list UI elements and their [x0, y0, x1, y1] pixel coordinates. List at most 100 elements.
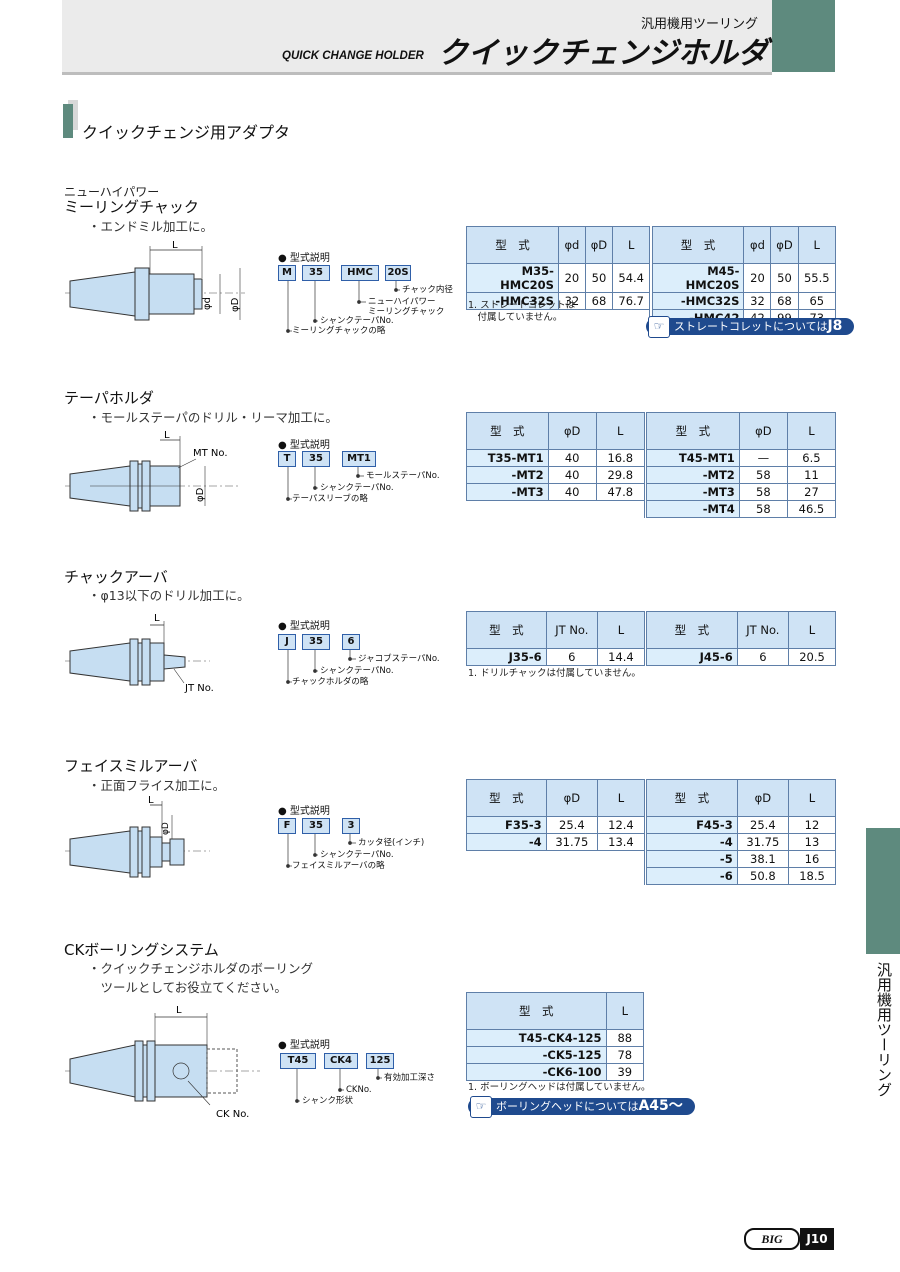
table-header-cell: φD [547, 412, 597, 450]
table-cell [643, 779, 648, 817]
table-header-cell: L [596, 611, 645, 649]
legend-label-1a: チャック内径 [402, 285, 453, 295]
table-cell: 50.8 [736, 867, 790, 885]
ref-link-boring-head[interactable]: ☞ ボーリングヘッドについてはA45〜 [468, 1096, 695, 1118]
table-cell: 76.7 [611, 292, 651, 310]
legend-heading-2: ● 型式説明 [278, 440, 330, 451]
table-header-cell: 型 式 [466, 412, 549, 450]
table-cell: 54.4 [611, 263, 651, 293]
taper-holder-title: テーパホルダ [64, 389, 154, 407]
ref-link-straight-collet[interactable]: ☞ ストレートコレットについてはJ8 [646, 316, 855, 338]
table-cell: 6.5 [786, 449, 837, 467]
chuck-arbor-diagram: L JT No. [65, 613, 214, 694]
table-header-cell: φD [736, 779, 790, 817]
section-bar-shadow [68, 100, 78, 130]
table-cell: -MT4 [646, 500, 740, 518]
legend-heading-5: ● 型式説明 [278, 1040, 330, 1051]
dim-L-label: L [176, 1005, 182, 1016]
table-header-cell: 型 式 [466, 611, 547, 649]
table-cell [643, 500, 648, 518]
table-cell: J45-6 [646, 648, 738, 666]
legend-label-2a: モールステーパNo. [366, 471, 440, 481]
dim-ck-label: CK No. [216, 1109, 249, 1120]
dim-D-label: φD [230, 297, 241, 312]
table-cell: — [738, 449, 788, 467]
legend-label-3b: シャンクテーパNo. [320, 666, 394, 676]
ck-boring-diagram: L CK No. [65, 1005, 260, 1120]
table-cell: M35-HMC20S [466, 263, 559, 293]
legend-heading-4: ● 型式説明 [278, 806, 330, 817]
table-cell [585, 309, 613, 327]
ck-boring-note: ・クイックチェンジホルダのボーリング ツールとしてお役立てください。 [88, 961, 314, 995]
col-d: φd [743, 226, 772, 264]
table-header-cell: 型 式 [466, 992, 607, 1030]
table-cell: 58 [738, 500, 788, 518]
chuck-arbor-note: ・φ13以下のドリル加工に。 [88, 588, 250, 603]
table-header-cell: L [788, 611, 836, 649]
dim-d-label: φd [202, 297, 213, 310]
table-cell [466, 309, 559, 327]
table-cell [558, 309, 586, 327]
legend-label-2b: シャンクテーパNo. [320, 483, 394, 493]
table-cell: 20 [557, 263, 586, 293]
legend-label-3c: チャックホルダの略 [292, 677, 369, 687]
table-cell: 31.75 [545, 833, 598, 851]
ref-link-text[interactable]: ストレートコレットについては [674, 320, 828, 333]
header-english-title: QUICK CHANGE HOLDER [282, 50, 424, 62]
side-index-tab [866, 828, 900, 954]
legend-code-4a: F [278, 818, 296, 834]
legend-heading-1: ● 型式説明 [278, 253, 330, 264]
legend-code-5c: 125 [366, 1053, 394, 1069]
table-cell: 32 [557, 292, 586, 310]
ref-link-text[interactable]: ボーリングヘッドについては [496, 1100, 639, 1113]
table-cell: 32 [743, 292, 772, 310]
table-header-cell: 型 式 [646, 611, 738, 649]
table-cell: 46.5 [786, 500, 837, 518]
table-cell [643, 449, 648, 467]
table-cell: 18.5 [788, 867, 836, 885]
ref-link-text[interactable]: J8 [827, 318, 843, 334]
legend-code-1a: M [278, 265, 296, 281]
table-cell [643, 833, 648, 851]
big-logo: BIG [744, 1228, 800, 1250]
table-cell [548, 500, 597, 518]
table-cell: -CK5-125 [466, 1046, 607, 1064]
table-cell: 25.4 [736, 816, 790, 834]
table-cell: 25.4 [545, 816, 598, 834]
legend-label-1b: ニューハイパワー ミーリングチャック [368, 297, 445, 317]
header-accent-tab [772, 0, 835, 72]
milling-chuck-table-note: 1. ストレートコレットは 付属していません。 [468, 300, 576, 323]
table-cell [649, 263, 653, 293]
legend-label-2c: テーパスリーブの略 [292, 494, 368, 504]
col-L: L [797, 226, 837, 264]
page-number: J10 [800, 1228, 834, 1250]
face-mill-arbor-note: ・正面フライス加工に。 [88, 778, 226, 793]
side-index-label: 汎用機用ツーリング [875, 962, 893, 1097]
table-cell: 50 [584, 263, 613, 293]
header-subtitle: 汎用機用ツーリング [640, 17, 758, 32]
col-D: φD [770, 226, 799, 264]
table-cell [546, 850, 598, 868]
table-header-cell: 型 式 [646, 412, 740, 450]
dim-jt-label: JT No. [184, 683, 214, 694]
table-cell [466, 500, 549, 518]
table-header-cell: L [596, 779, 645, 817]
table-cell: 12 [788, 816, 836, 834]
table-cell: 58 [738, 466, 788, 484]
legend-code-1c: HMC [341, 265, 379, 281]
table-cell [466, 867, 547, 885]
legend-heading-3: ● 型式説明 [278, 621, 330, 632]
legend-lines-3 [286, 650, 356, 684]
table-cell: 58 [738, 483, 788, 501]
legend-label-4c: フェイスミルアーバの略 [292, 861, 385, 871]
pointing-hand-icon: ☞ [648, 316, 670, 338]
legend-lines-1 [286, 281, 400, 333]
ref-link-text[interactable]: A45〜 [638, 1098, 683, 1114]
table-cell [643, 412, 648, 450]
legend-code-3b: 35 [302, 634, 330, 650]
